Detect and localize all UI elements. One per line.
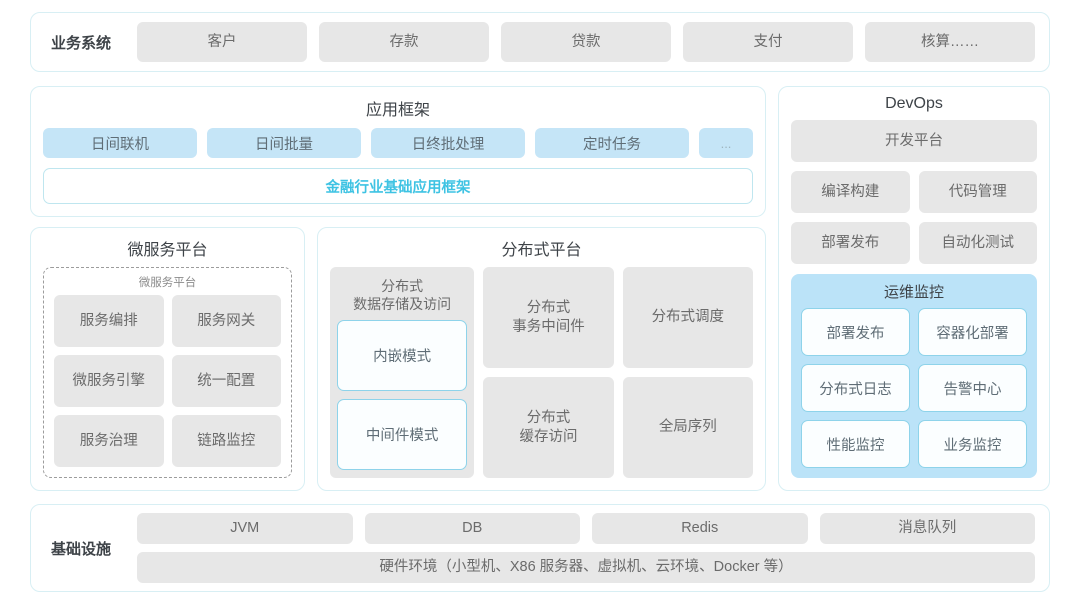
platform-row: 微服务平台 微服务平台 服务编排 服务网关 微服务引擎 统一配置 服务治理 链路… [30,227,766,491]
ops-item-performance-monitoring[interactable]: 性能监控 [801,420,910,468]
infrastructure-label: 基础设施 [51,540,112,558]
distributed-middle-column: 分布式 事务中间件 分布式 缓存访问 [483,267,614,478]
distributed-item-cache-access[interactable]: 分布式 缓存访问 [483,377,614,478]
microservice-item-trace-monitoring[interactable]: 链路监控 [171,415,281,467]
app-framework-tag-daytime-online[interactable]: 日间联机 [43,128,197,158]
business-systems-label: 业务系统 [51,34,112,52]
infrastructure-panel: 基础设施 JVM DB Redis 消息队列 硬件环境（小型机、X86 服务器、… [30,504,1050,592]
business-chip-deposit[interactable]: 存款 [319,22,489,62]
infrastructure-chip-list: JVM DB Redis 消息队列 [137,513,1035,544]
devops-item-code-management[interactable]: 代码管理 [918,171,1037,213]
left-column: 应用框架 日间联机 日间批量 日终批处理 定时任务 ... 金融行业基础应用框架… [30,86,766,491]
infrastructure-chip-message-queue[interactable]: 消息队列 [819,513,1035,544]
app-framework-panel: 应用框架 日间联机 日间批量 日终批处理 定时任务 ... 金融行业基础应用框架 [30,86,766,217]
middle-section: 应用框架 日间联机 日间批量 日终批处理 定时任务 ... 金融行业基础应用框架… [30,86,1050,491]
distributed-storage-modes: 内嵌模式 中间件模式 [337,320,468,470]
infrastructure-chip-redis[interactable]: Redis [592,513,808,544]
ops-item-alert-center[interactable]: 告警中心 [918,364,1027,412]
ops-monitoring-grid: 部署发布 容器化部署 分布式日志 告警中心 性能监控 业务监控 [801,308,1027,468]
business-chip-customer[interactable]: 客户 [137,22,307,62]
ops-item-deploy-release[interactable]: 部署发布 [801,308,910,356]
business-chip-payment[interactable]: 支付 [683,22,853,62]
microservice-item-microservice-engine[interactable]: 微服务引擎 [54,355,164,407]
infrastructure-stack: JVM DB Redis 消息队列 硬件环境（小型机、X86 服务器、虚拟机、云… [137,513,1035,583]
microservice-item-service-orchestration[interactable]: 服务编排 [54,295,164,347]
business-chip-loan[interactable]: 贷款 [501,22,671,62]
app-framework-banner: 金融行业基础应用框架 [43,168,753,204]
app-framework-tag-scheduled-task[interactable]: 定时任务 [535,128,689,158]
infrastructure-chip-jvm[interactable]: JVM [137,513,353,544]
distributed-storage-group[interactable]: 分布式 数据存储及访问 内嵌模式 中间件模式 [330,267,475,478]
microservice-item-service-governance[interactable]: 服务治理 [54,415,164,467]
distributed-platform-panel: 分布式平台 分布式 数据存储及访问 内嵌模式 中间件模式 分布式 事务中间件 分… [317,227,766,491]
devops-title: DevOps [885,95,943,112]
microservice-item-unified-config[interactable]: 统一配置 [171,355,281,407]
distributed-mode-embedded[interactable]: 内嵌模式 [337,320,468,392]
devops-item-dev-platform[interactable]: 开发平台 [791,120,1037,162]
ops-item-business-monitoring[interactable]: 业务监控 [918,420,1027,468]
ops-item-containerized-deployment[interactable]: 容器化部署 [918,308,1027,356]
distributed-item-global-sequence[interactable]: 全局序列 [622,377,753,478]
microservice-platform-panel: 微服务平台 微服务平台 服务编排 服务网关 微服务引擎 统一配置 服务治理 链路… [30,227,305,491]
app-framework-title: 应用框架 [365,102,430,119]
ops-monitoring-panel: 运维监控 部署发布 容器化部署 分布式日志 告警中心 性能监控 业务监控 [791,274,1037,478]
distributed-item-transaction-middleware[interactable]: 分布式 事务中间件 [483,267,614,368]
infrastructure-chip-db[interactable]: DB [364,513,580,544]
distributed-platform-title: 分布式平台 [501,242,582,259]
microservice-item-service-gateway[interactable]: 服务网关 [171,295,281,347]
ops-item-distributed-logging[interactable]: 分布式日志 [801,364,910,412]
business-systems-panel: 业务系统 客户 存款 贷款 支付 核算…… [30,12,1050,72]
business-chip-accounting[interactable]: 核算…… [865,22,1035,62]
microservice-platform-grid: 服务编排 服务网关 微服务引擎 统一配置 服务治理 链路监控 [54,295,281,467]
app-framework-tag-list: 日间联机 日间批量 日终批处理 定时任务 ... [43,128,753,158]
distributed-right-column: 分布式调度 全局序列 [622,267,753,478]
business-systems-chip-list: 客户 存款 贷款 支付 核算…… [137,22,1035,62]
devops-item-automated-testing[interactable]: 自动化测试 [918,222,1037,264]
app-framework-tag-more[interactable]: ... [699,128,753,158]
app-framework-tag-daytime-batch[interactable]: 日间批量 [207,128,361,158]
distributed-platform-body: 分布式 数据存储及访问 内嵌模式 中间件模式 分布式 事务中间件 分布式 缓存访… [330,267,753,478]
infrastructure-hardware-environment[interactable]: 硬件环境（小型机、X86 服务器、虚拟机、云环境、Docker 等） [137,552,1035,583]
devops-grid: 编译构建 代码管理 部署发布 自动化测试 [791,171,1037,264]
microservice-platform-subtitle: 微服务平台 [138,277,197,289]
app-framework-tag-eod-batch[interactable]: 日终批处理 [371,128,525,158]
ops-monitoring-title: 运维监控 [883,284,944,301]
devops-panel: DevOps 开发平台 编译构建 代码管理 部署发布 自动化测试 运维监控 部署… [778,86,1050,491]
microservice-platform-inner-box: 微服务平台 服务编排 服务网关 微服务引擎 统一配置 服务治理 链路监控 [43,267,292,478]
distributed-item-scheduling[interactable]: 分布式调度 [622,267,753,368]
devops-item-compile-build[interactable]: 编译构建 [791,171,910,213]
devops-item-deploy-release[interactable]: 部署发布 [791,222,910,264]
microservice-platform-title: 微服务平台 [127,242,208,259]
distributed-mode-middleware[interactable]: 中间件模式 [337,399,468,470]
distributed-storage-title: 分布式 数据存储及访问 [353,278,452,313]
